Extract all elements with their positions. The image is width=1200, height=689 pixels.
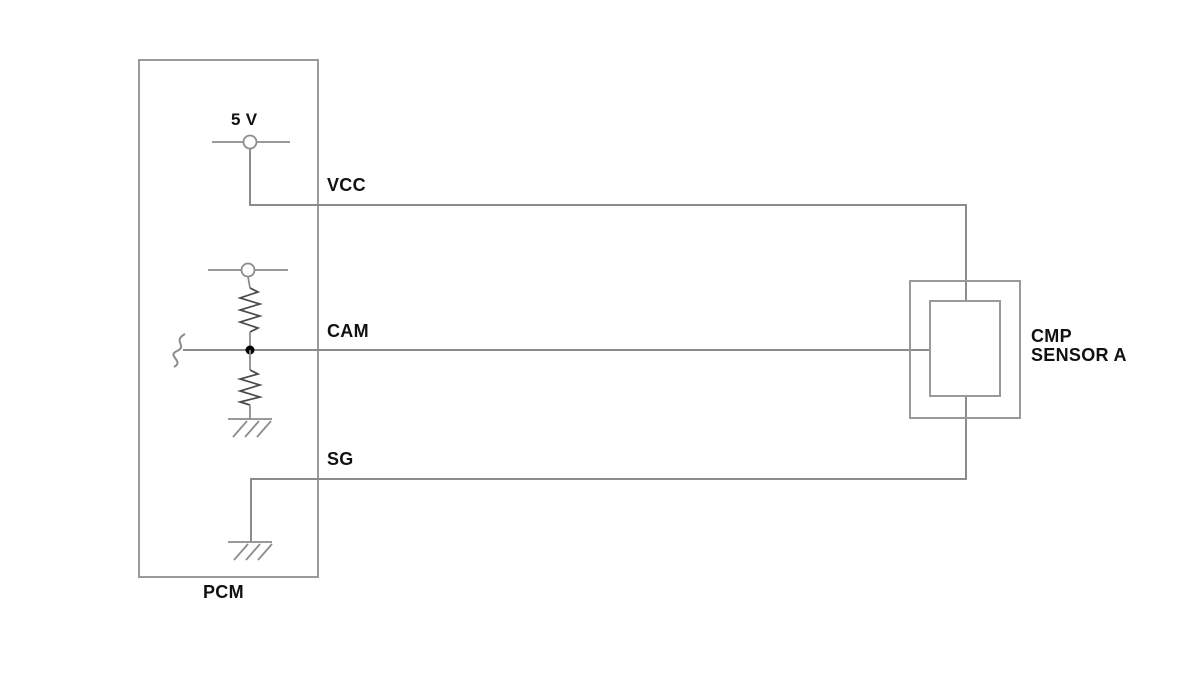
sg-wire [250, 396, 967, 542]
ground-hatch [257, 543, 273, 561]
pulldown-resistor [236, 350, 264, 419]
vcc-wire-label: VCC [327, 175, 366, 195]
ground-hatch [233, 543, 249, 561]
supply-voltage-label: 5 V [231, 110, 258, 129]
terminal-5v [212, 134, 290, 150]
terminal-5v-circle [242, 134, 258, 150]
sg-wire-label: SG [327, 449, 354, 469]
sensor-label: CMP SENSOR A [1031, 327, 1127, 365]
ground-hatch [245, 543, 261, 561]
ground-hatch [256, 420, 272, 438]
pcm-label: PCM [203, 582, 244, 602]
ground-symbol-sg [228, 541, 273, 561]
break-squiggle [172, 333, 186, 368]
pcm-box [138, 59, 319, 578]
vcc-wire [249, 148, 967, 301]
terminal-pullup-circle [240, 262, 256, 278]
sensor-outer-box [909, 280, 1021, 419]
ground-symbol-resistor [228, 418, 272, 438]
pulldown-resistor-zigzag [236, 369, 264, 406]
cam-wire-label: CAM [327, 321, 369, 341]
pullup-resistor [237, 276, 263, 350]
ground-hatch [232, 420, 248, 438]
pullup-resistor-lead-top [247, 276, 251, 289]
terminal-pullup [208, 262, 288, 278]
sensor-inner-box [929, 300, 1001, 397]
pullup-resistor-zigzag [237, 287, 263, 333]
sensor-label-line1: CMP [1031, 326, 1072, 346]
ground-hatch [244, 420, 260, 438]
sensor-label-line2: SENSOR A [1031, 345, 1127, 365]
